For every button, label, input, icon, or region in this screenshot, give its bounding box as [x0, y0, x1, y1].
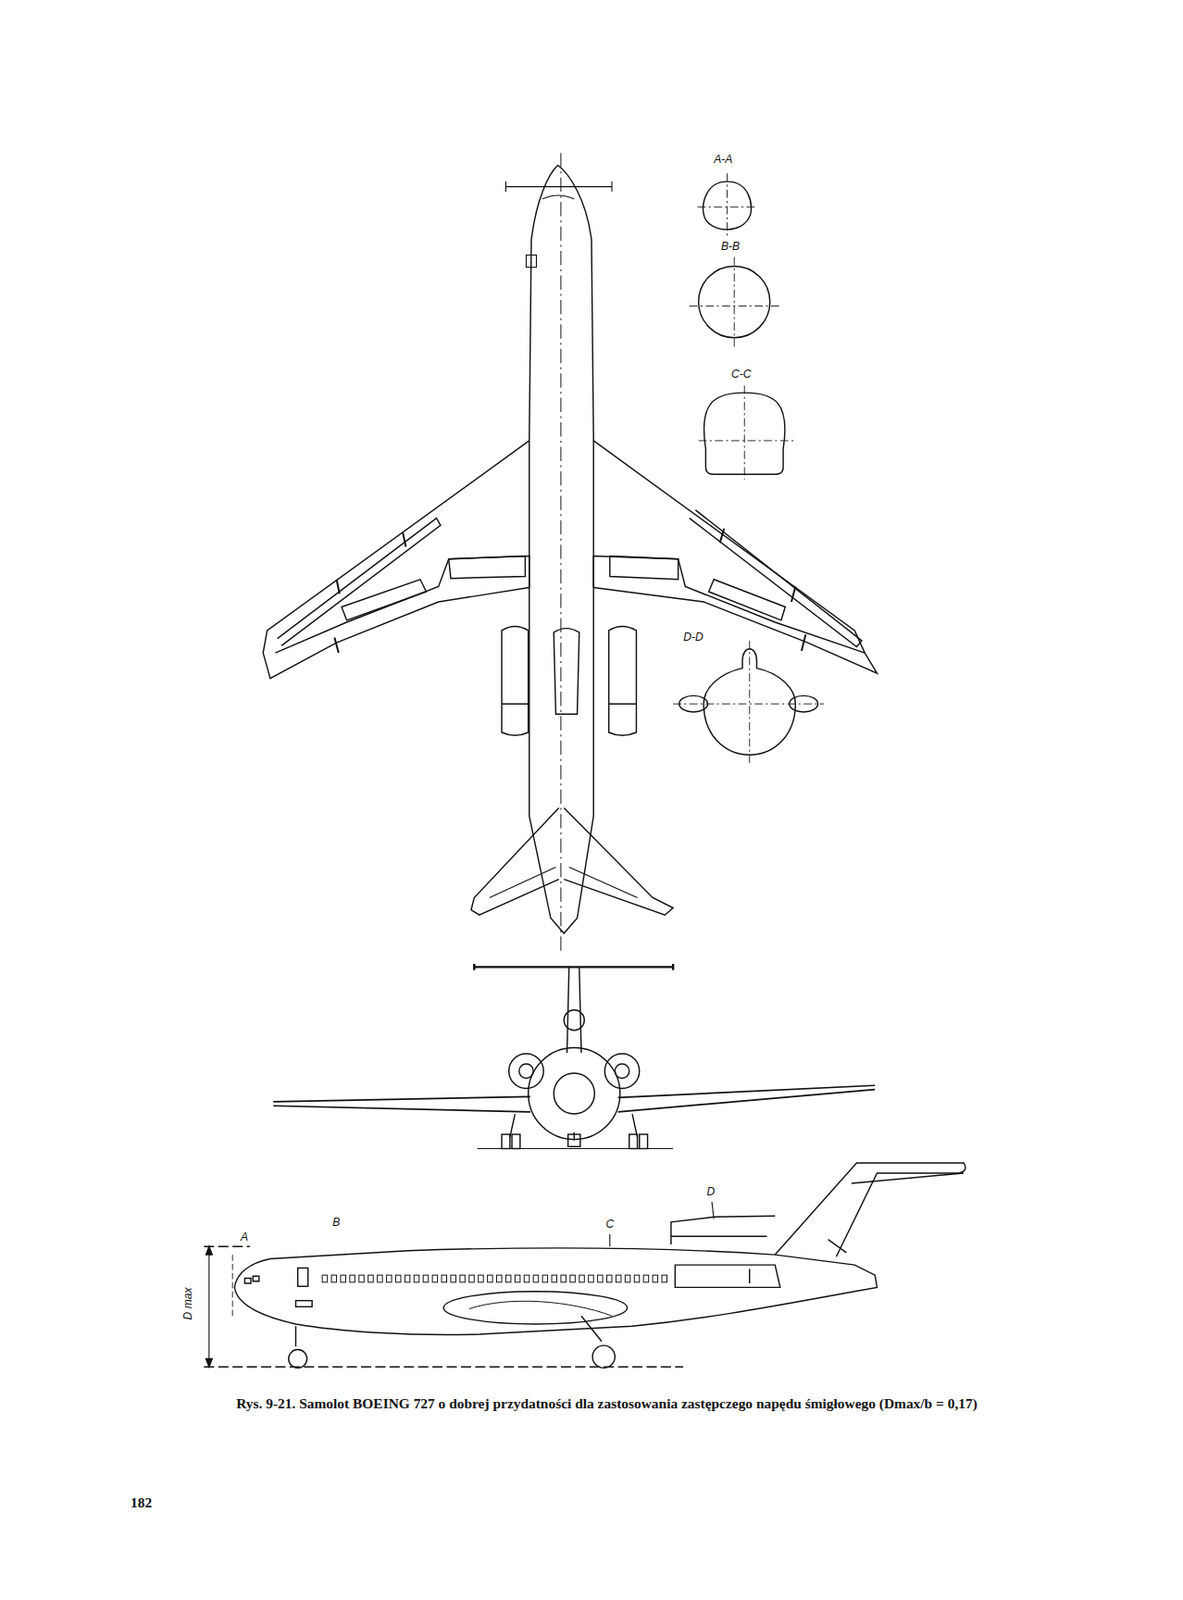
side-view: [203, 1162, 966, 1368]
window: [432, 1274, 438, 1283]
window: [450, 1274, 457, 1283]
window: [368, 1274, 374, 1283]
page-number: 182: [130, 1494, 152, 1512]
window: [607, 1274, 613, 1283]
section-label: A-A: [713, 152, 733, 165]
section-label: C-C: [731, 367, 752, 380]
section-label: B-B: [721, 239, 740, 252]
window: [377, 1274, 384, 1283]
figure-caption: Rys. 9-21. Samolot BOEING 727 o dobrej p…: [173, 1394, 1040, 1413]
window: [634, 1274, 640, 1283]
window: [624, 1274, 631, 1283]
window: [340, 1274, 347, 1283]
window: [542, 1274, 548, 1283]
window: [570, 1274, 576, 1283]
front-view: [273, 963, 875, 1148]
window: [497, 1274, 503, 1283]
window: [460, 1274, 466, 1283]
window: [514, 1274, 521, 1283]
window: [560, 1274, 567, 1283]
window: [487, 1274, 494, 1283]
window: [413, 1274, 420, 1283]
window: [395, 1274, 401, 1283]
window: [349, 1274, 356, 1283]
dimension-label: D max: [181, 1286, 194, 1320]
section-mark: B: [332, 1215, 340, 1228]
window: [597, 1274, 604, 1283]
window: [615, 1274, 622, 1283]
window: [441, 1274, 448, 1283]
section-mark: A: [240, 1230, 249, 1243]
plan-view: [262, 152, 877, 954]
window: [661, 1274, 668, 1283]
window: [386, 1274, 393, 1283]
section-mark: C: [605, 1217, 614, 1230]
window: [588, 1274, 595, 1283]
section-mark: D: [706, 1184, 715, 1197]
window: [643, 1274, 649, 1283]
window: [551, 1274, 558, 1283]
cross-sections: [672, 173, 824, 763]
window: [359, 1274, 365, 1283]
window: [404, 1274, 411, 1283]
window: [469, 1274, 475, 1283]
window: [423, 1274, 429, 1283]
window: [579, 1274, 586, 1283]
window: [533, 1274, 539, 1283]
section-label: D-D: [683, 630, 704, 643]
window: [523, 1274, 530, 1283]
window: [331, 1274, 337, 1283]
window: [322, 1274, 328, 1283]
window: [478, 1274, 485, 1283]
window: [505, 1274, 511, 1283]
window: [652, 1274, 659, 1283]
